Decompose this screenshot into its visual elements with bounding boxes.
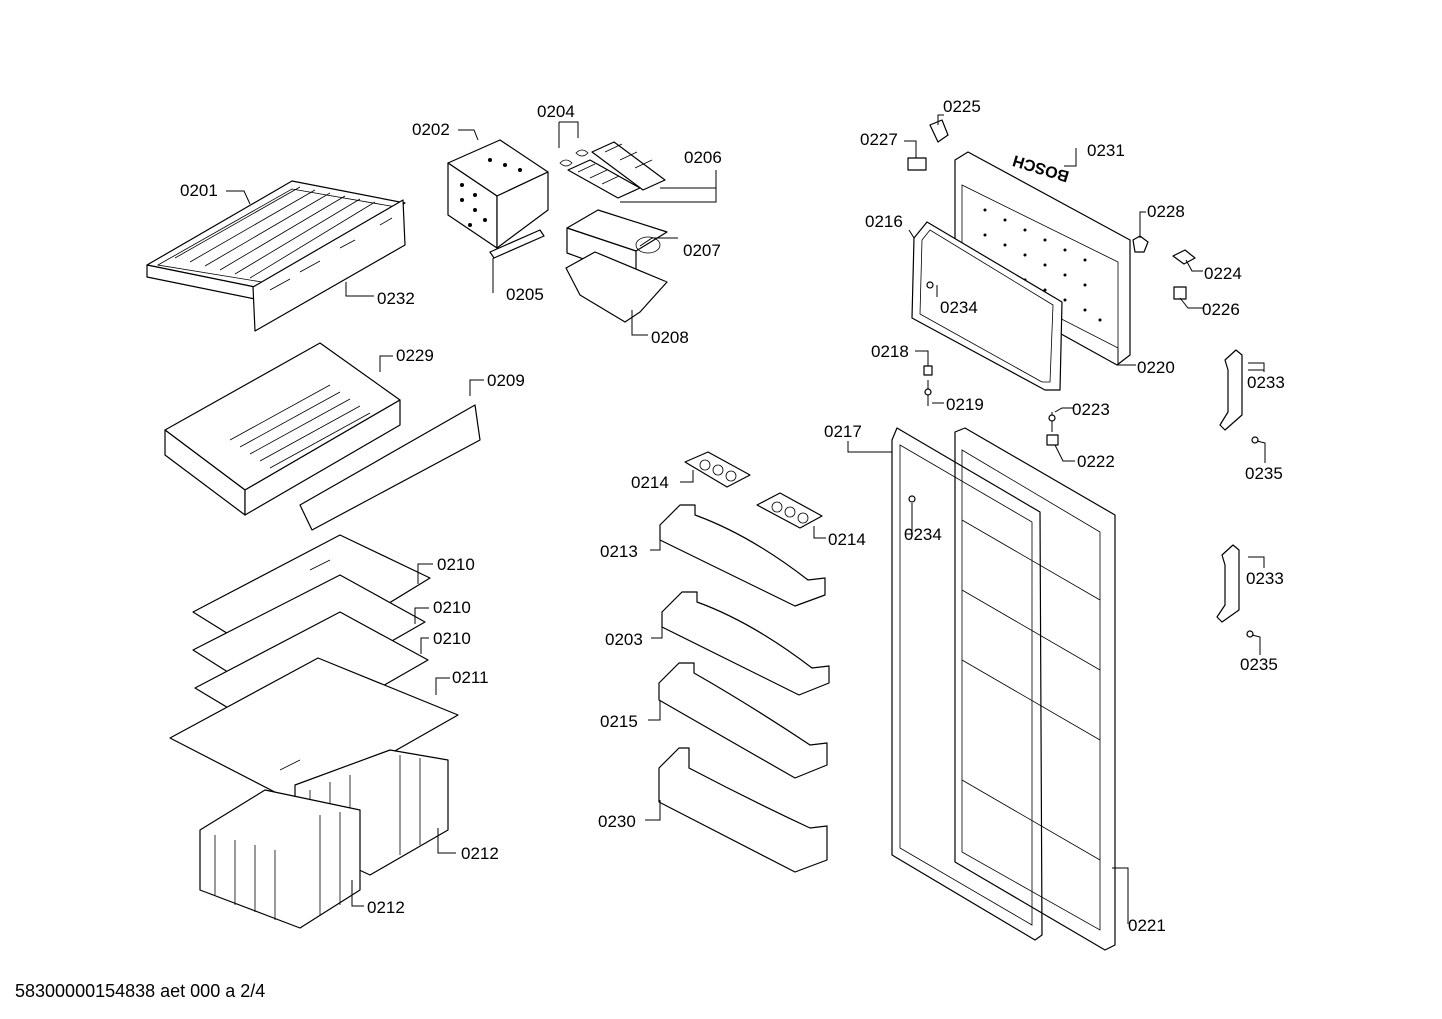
label-0225: 0225 <box>943 97 981 116</box>
part-0215-door-bin <box>658 662 828 779</box>
part-0214-egg-tray-1 <box>684 451 751 488</box>
part-0225-hinge <box>929 119 949 143</box>
part-0212-crisper-front <box>199 789 361 929</box>
part-0228-bracket <box>1132 235 1149 253</box>
part-0219-screw <box>924 380 932 406</box>
label-0209: 0209 <box>487 371 525 390</box>
label-0210-1: 0210 <box>437 555 475 574</box>
label-0218: 0218 <box>871 342 909 361</box>
label-0217: 0217 <box>824 422 862 441</box>
part-0233-hinge-2 <box>1216 544 1240 623</box>
part-0226-pad <box>1173 286 1187 300</box>
label-0224: 0224 <box>1204 264 1242 283</box>
part-0204-clips <box>559 149 589 167</box>
label-0234-2: 0234 <box>904 525 942 544</box>
label-0208: 0208 <box>651 328 689 347</box>
label-0222: 0222 <box>1077 452 1115 471</box>
label-0214-2: 0214 <box>828 530 866 549</box>
part-0203-door-bin <box>661 591 830 696</box>
part-0213-door-bin <box>659 504 826 607</box>
part-labels: 0201 0202 0204 0206 0207 0205 0208 0232 … <box>180 97 1285 935</box>
label-0205: 0205 <box>506 285 544 304</box>
label-0230: 0230 <box>598 812 636 831</box>
document-id-footer: 58300000154838 aet 000 a 2/4 <box>15 981 266 1001</box>
label-0207: 0207 <box>683 241 721 260</box>
label-0212-2: 0212 <box>367 898 405 917</box>
label-0216: 0216 <box>865 212 903 231</box>
label-0210-3: 0210 <box>433 629 471 648</box>
part-0216-gasket-inner <box>919 229 1054 383</box>
leader-lines <box>226 114 1266 924</box>
part-0214-egg-tray-2 <box>756 492 823 529</box>
label-0202: 0202 <box>412 120 450 139</box>
label-0229: 0229 <box>396 346 434 365</box>
label-0233-2: 0233 <box>1246 569 1284 588</box>
part-0234-pin-2 <box>908 495 916 503</box>
part-0202-housing <box>447 139 549 249</box>
label-0235-2: 0235 <box>1240 655 1278 674</box>
part-0211-shelf <box>169 657 459 806</box>
label-0227: 0227 <box>860 130 898 149</box>
part-0234-pin-1 <box>926 281 934 289</box>
part-0224-cover <box>1172 249 1196 265</box>
label-0226: 0226 <box>1202 300 1240 319</box>
part-0209-front-strip <box>299 404 481 531</box>
part-0235-washer-2 <box>1246 630 1254 638</box>
part-0216-gasket <box>911 221 1063 391</box>
part-0235-washer-1 <box>1251 436 1259 444</box>
label-0213: 0213 <box>600 542 638 561</box>
label-0214-1: 0214 <box>631 473 669 492</box>
label-0235-1: 0235 <box>1245 464 1283 483</box>
part-0218-bushing <box>923 365 933 376</box>
label-0203: 0203 <box>605 630 643 649</box>
part-0223-screw <box>1048 412 1056 432</box>
part-0206-ice-trays <box>567 141 666 199</box>
part-0217-door-gasket <box>891 427 1043 941</box>
label-0211: 0211 <box>452 668 489 687</box>
label-0210-2: 0210 <box>433 598 471 617</box>
part-0221-main-door <box>954 427 1116 951</box>
part-0233-hinge-1 <box>1219 349 1243 431</box>
label-0234-1: 0234 <box>940 298 978 317</box>
part-0208-bowl <box>565 251 668 323</box>
label-0215: 0215 <box>600 712 638 731</box>
label-0232: 0232 <box>377 289 415 308</box>
part-0230-door-bin <box>658 747 828 873</box>
label-0221: 0221 <box>1128 916 1166 935</box>
label-0206: 0206 <box>684 148 722 167</box>
label-0223: 0223 <box>1072 400 1110 419</box>
part-0222-block <box>1046 434 1059 446</box>
label-0228: 0228 <box>1147 202 1185 221</box>
part-0205-strip <box>489 229 545 259</box>
label-0204: 0204 <box>537 102 575 121</box>
part-0229-drawer <box>164 342 401 516</box>
part-0232-front-panel <box>252 199 406 332</box>
brand-logo: BOSCH <box>1011 151 1071 184</box>
label-0231: 0231 <box>1087 141 1125 160</box>
label-0220: 0220 <box>1137 358 1175 377</box>
label-0201: 0201 <box>180 181 218 200</box>
label-0233-1: 0233 <box>1247 373 1285 392</box>
part-0201-shelf-tray <box>146 180 406 301</box>
part-0227-cap <box>907 157 927 171</box>
label-0219: 0219 <box>946 395 984 414</box>
label-0212-1: 0212 <box>461 844 499 863</box>
